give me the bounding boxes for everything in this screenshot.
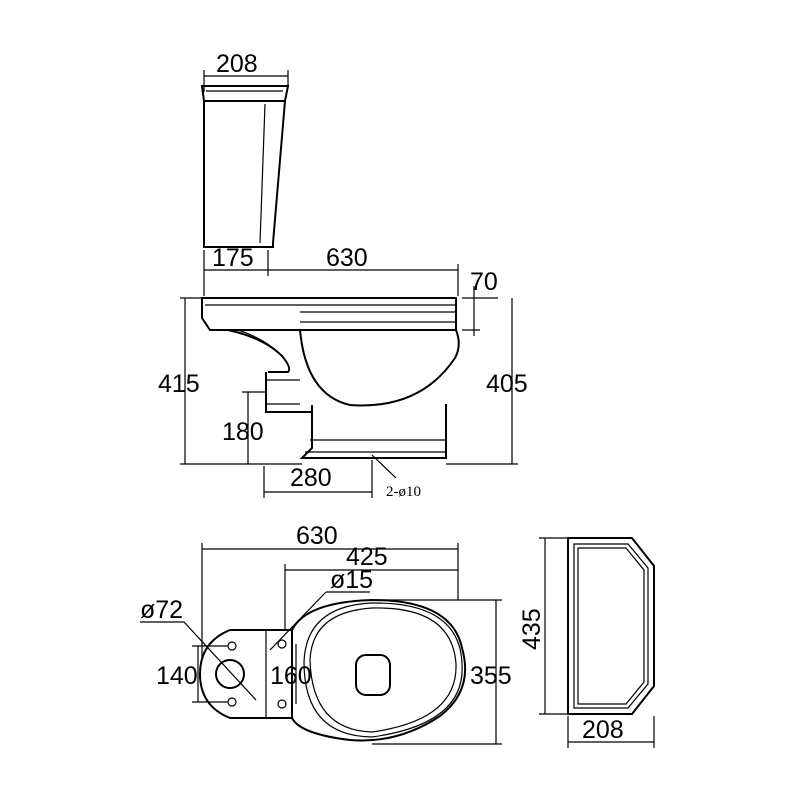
dim-cistern-depth: 435	[518, 537, 568, 715]
label-base-length: 280	[290, 464, 332, 492]
note-fixing-holes: 2-ø10	[371, 454, 421, 500]
dim-outlet-height: 180	[222, 391, 266, 464]
dim-overall-height: 415	[158, 297, 302, 465]
label-outlet-height: 180	[222, 418, 264, 446]
dim-side-length: 175 630	[203, 244, 459, 296]
label-cistern-width: 208	[582, 716, 624, 744]
label-hole-spacing-left: 140	[156, 662, 198, 690]
cistern-top-view: 435 208	[518, 537, 655, 748]
note-small-hole: ø15	[269, 566, 373, 651]
dim-base-length: 280	[263, 460, 373, 498]
dim-tank-width: 208	[203, 50, 289, 92]
label-small-hole: ø15	[330, 566, 373, 594]
bowl-side-outline	[201, 297, 460, 459]
label-fixing-holes: 2-ø10	[386, 484, 421, 500]
dim-top-length: 630	[201, 522, 459, 660]
label-bowl-length: 425	[346, 543, 388, 571]
label-tank-width: 208	[216, 50, 258, 78]
label-large-hole: ø72	[140, 596, 183, 624]
label-bowl-width: 355	[470, 662, 512, 690]
label-tank-offset: 175	[212, 244, 254, 272]
label-top-length: 630	[296, 522, 338, 550]
label-side-length: 630	[326, 244, 368, 272]
cistern-side-outline	[200, 85, 290, 248]
label-cistern-depth: 435	[518, 608, 546, 650]
note-large-hole: ø72	[140, 596, 257, 701]
dim-rim: 70	[462, 268, 498, 336]
dim-hole-spacing-right: 160	[270, 644, 312, 704]
dim-cistern-width: 208	[567, 716, 655, 748]
cistern-top-outline	[567, 537, 655, 715]
label-bowl-height: 405	[486, 370, 528, 398]
label-rim: 70	[470, 268, 498, 296]
label-hole-spacing-right: 160	[270, 662, 312, 690]
top-view: 630 425 ø15 ø72 140	[140, 522, 512, 745]
dim-bowl-width: 355	[372, 599, 512, 745]
side-view: 208 175 630 70 415 405	[158, 50, 528, 500]
dim-bowl-height: 405	[446, 298, 528, 465]
dim-bowl-length: 425	[284, 543, 458, 630]
label-overall-height: 415	[158, 370, 200, 398]
dim-hole-spacing-left: 140	[156, 645, 228, 703]
bowl-top-outline	[198, 598, 467, 742]
